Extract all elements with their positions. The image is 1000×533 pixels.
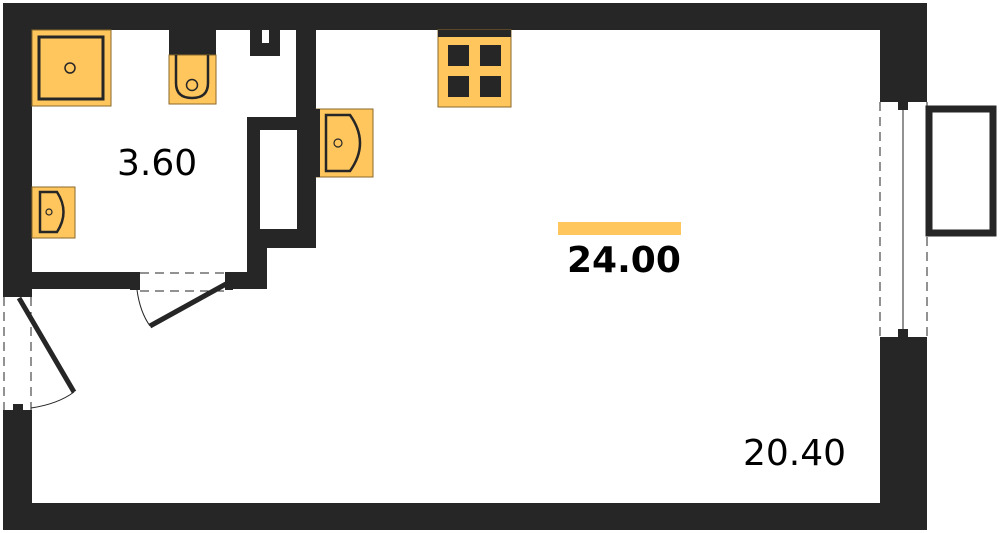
wall-top xyxy=(3,3,927,30)
bath-wall-bottom-left xyxy=(32,272,132,289)
vent-shaft-inner xyxy=(262,30,269,43)
cooktop-icon xyxy=(437,29,512,108)
balcony-window[interactable] xyxy=(879,95,928,344)
living-room-area-label: 20.40 xyxy=(743,433,847,474)
kitchen-sink-icon xyxy=(314,108,374,178)
outer-walls xyxy=(3,3,927,530)
bathroom-walls xyxy=(32,30,316,289)
shower-icon xyxy=(31,29,112,107)
total-area-accent-bar xyxy=(558,222,681,235)
niche-inner xyxy=(260,130,297,229)
entrance-door[interactable] xyxy=(3,289,77,418)
total-area-label: 24.00 xyxy=(567,240,681,281)
wall-right-lower xyxy=(880,343,927,530)
bath-wall-bottom-right xyxy=(228,272,267,289)
wall-bottom xyxy=(3,503,927,530)
toilet-icon xyxy=(168,30,217,105)
balcony xyxy=(925,105,997,237)
bathroom-sink-icon xyxy=(31,186,76,239)
wall-left-upper xyxy=(3,3,32,293)
bathroom-door[interactable] xyxy=(130,272,233,329)
bathroom-area-label: 3.60 xyxy=(117,143,198,184)
wall-right-upper xyxy=(880,3,927,98)
